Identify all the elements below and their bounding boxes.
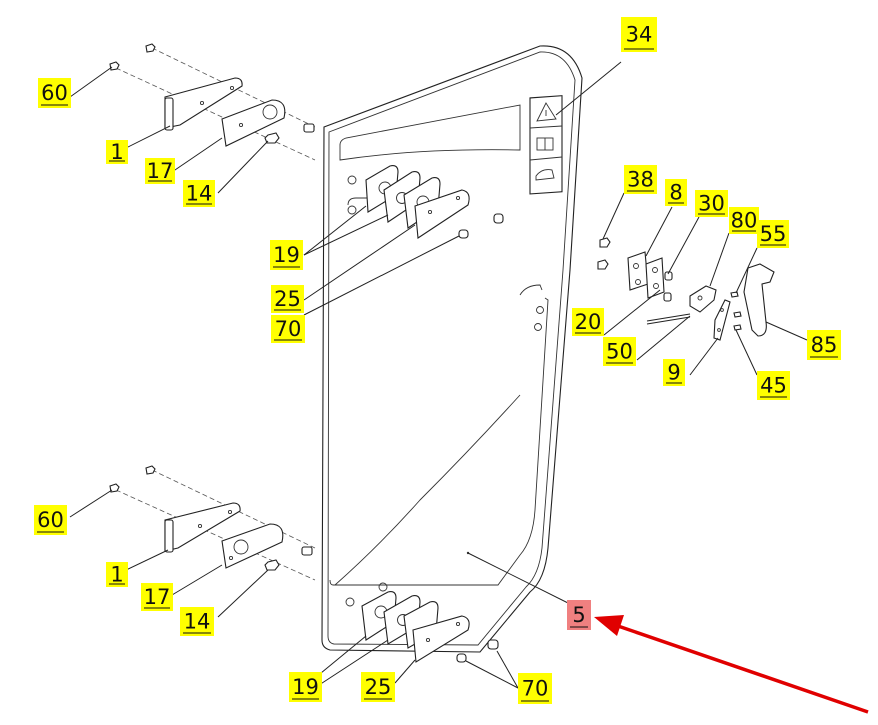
callout-80: 80	[729, 207, 759, 234]
callout-number: 5	[572, 603, 585, 627]
callout-number: 80	[731, 209, 758, 233]
callout-19: 19	[270, 240, 303, 270]
callout-highlight	[518, 673, 552, 704]
callout-number: 17	[144, 585, 171, 609]
callout-number: 25	[365, 675, 392, 699]
callout-number: 1	[110, 140, 123, 164]
callout-85: 85	[807, 330, 841, 360]
callout-60: 60	[38, 78, 71, 108]
callout-highlight	[807, 330, 841, 360]
upper-hinge-group	[109, 43, 316, 161]
callout-55: 55	[757, 220, 789, 248]
leader-lines	[69, 61, 808, 689]
callout-highlight	[271, 315, 305, 343]
callout-highlight	[361, 672, 395, 702]
callout-1: 1	[106, 562, 128, 587]
callout-number: 60	[37, 508, 64, 532]
callout-70: 70	[518, 673, 552, 704]
callout-highlight	[695, 190, 728, 217]
callout-highlight	[621, 17, 657, 52]
callout-number: 19	[292, 675, 319, 699]
callout-60: 60	[34, 505, 67, 535]
callout-number: 85	[811, 333, 838, 357]
red-pointer-arrow	[594, 615, 869, 714]
callout-17: 17	[145, 158, 175, 184]
callout-17: 17	[141, 583, 173, 611]
callout-highlight	[663, 359, 685, 386]
callout-number: 60	[41, 81, 68, 105]
callout-70: 70	[271, 315, 305, 343]
callout-number: 34	[626, 23, 653, 47]
callout-number: 9	[667, 361, 680, 385]
callout-highlight	[106, 140, 128, 164]
callout-5: 5	[567, 600, 591, 630]
callout-highlight	[271, 285, 304, 313]
callout-highlight	[180, 607, 214, 636]
callout-number: 55	[760, 222, 787, 246]
callout-number: 14	[186, 182, 213, 206]
callout-9: 9	[663, 359, 685, 386]
callout-number: 30	[698, 192, 725, 216]
callout-25: 25	[271, 285, 304, 313]
callout-20: 20	[572, 308, 604, 336]
callout-14: 14	[183, 180, 215, 207]
callout-highlight	[729, 207, 759, 234]
callout-19: 19	[289, 672, 322, 702]
lower-hinge-group	[109, 465, 316, 581]
callout-highlight	[141, 583, 173, 611]
callout-34: 34	[621, 17, 657, 52]
callout-8: 8	[665, 179, 687, 206]
callout-highlight	[34, 505, 67, 535]
callout-number: 19	[273, 243, 300, 267]
callout-number: 70	[275, 317, 302, 341]
callout-number: 14	[184, 610, 211, 634]
callout-highlight	[270, 240, 303, 270]
callout-number: 45	[760, 374, 787, 398]
callout-highlight	[624, 165, 657, 194]
callout-highlight	[757, 371, 790, 400]
callout-14: 14	[180, 607, 214, 636]
callout-highlight	[183, 180, 215, 207]
warning-decal	[529, 95, 563, 195]
callout-highlight	[757, 220, 789, 248]
callout-1: 1	[106, 140, 128, 164]
callout-highlight	[38, 78, 71, 108]
callout-highlight	[145, 158, 175, 184]
callout-45: 45	[757, 371, 790, 400]
callout-number: 25	[274, 287, 301, 311]
callout-number: 17	[147, 159, 174, 183]
callout-highlight	[572, 308, 604, 336]
callout-number: 70	[522, 677, 549, 701]
callout-38: 38	[624, 165, 657, 194]
callout-number: 8	[669, 181, 682, 205]
lower-latch-plates	[361, 591, 499, 663]
callout-number: 38	[627, 168, 654, 192]
callout-25: 25	[361, 672, 395, 702]
callout-number: 20	[575, 310, 602, 334]
callout-highlight	[567, 600, 591, 630]
upper-latch-plates	[365, 165, 504, 239]
callout-highlight	[603, 337, 636, 366]
callout-highlight	[106, 562, 128, 587]
callout-number: 1	[110, 563, 123, 587]
callout-30: 30	[695, 190, 728, 217]
callout-highlight	[289, 672, 322, 702]
callout-50: 50	[603, 337, 636, 366]
callout-highlight	[665, 179, 687, 206]
latch-mechanism	[597, 237, 775, 341]
callout-number: 50	[606, 340, 633, 364]
